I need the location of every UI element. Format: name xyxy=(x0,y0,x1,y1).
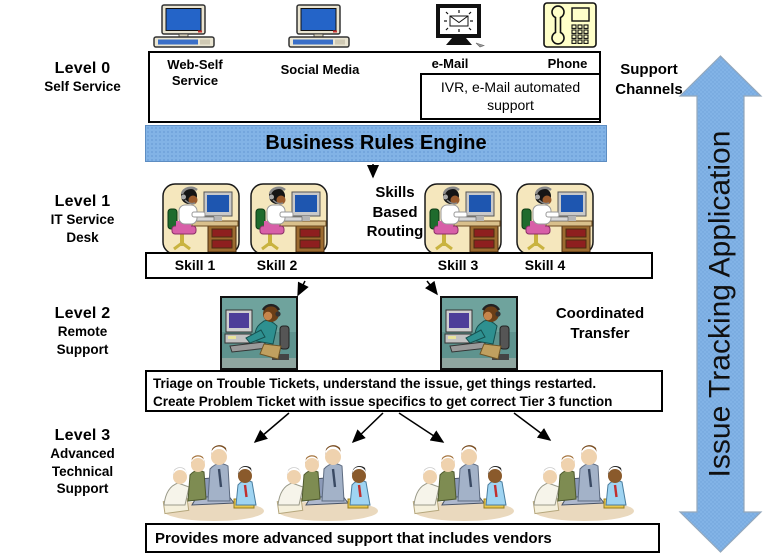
level-1-label: Level 1 IT Service Desk xyxy=(15,193,150,246)
channel-phone-label: Phone xyxy=(547,56,588,71)
coordinated-transfer-label: Coordinated Transfer xyxy=(555,305,645,342)
service-desk-agent-icon xyxy=(516,183,594,255)
level-2-title: Level 2 xyxy=(54,305,111,322)
remote-support-agent-icon xyxy=(440,296,518,370)
level-2-label: Level 2 Remote Support xyxy=(15,305,150,358)
skill-1-label: Skill 1 xyxy=(174,257,216,273)
channel-social-media-label: Social Media xyxy=(280,62,360,77)
level-1-subtitle: IT Service Desk xyxy=(50,212,115,245)
triage-note-box: Triage on Trouble Tickets, understand th… xyxy=(145,370,663,412)
issue-tracking-arrow xyxy=(678,55,763,553)
level-0-subtitle: Self Service xyxy=(44,79,121,94)
skill-2-label: Skill 2 xyxy=(256,257,298,273)
team-collaboration-icon xyxy=(272,443,384,523)
service-desk-agent-icon xyxy=(162,183,240,255)
team-collaboration-icon xyxy=(528,443,640,523)
level-3-label: Level 3 Advanced Technical Support xyxy=(15,427,150,498)
team-collaboration-icon xyxy=(158,443,270,523)
advanced-support-note-box: Provides more advanced support that incl… xyxy=(145,523,660,553)
level-3-title: Level 3 xyxy=(54,427,111,444)
level-0-label: Level 0 Self Service xyxy=(15,60,150,96)
skill-3-label: Skill 3 xyxy=(437,257,479,273)
skills-based-routing-label: Skills Based Routing xyxy=(366,184,424,240)
email-monitor-icon xyxy=(432,3,490,50)
channel-web-self-service-label: Web-Self Service xyxy=(167,57,223,89)
skill-4-label: Skill 4 xyxy=(524,257,566,273)
level-3-subtitle: Advanced Technical Support xyxy=(50,446,115,497)
channel-email-label: e-Mail xyxy=(431,56,469,71)
desktop-computer-icon xyxy=(153,4,215,48)
skills-box xyxy=(145,252,653,279)
telephone-icon xyxy=(543,2,597,48)
service-desk-agent-icon xyxy=(250,183,328,255)
support-channels-heading: Support Channels xyxy=(615,61,683,98)
desktop-computer-icon xyxy=(288,4,350,48)
level-1-title: Level 1 xyxy=(54,193,111,210)
remote-support-agent-icon xyxy=(220,296,298,370)
level-0-title: Level 0 xyxy=(54,60,111,77)
level-2-subtitle: Remote Support xyxy=(56,324,109,357)
team-collaboration-icon xyxy=(408,443,520,523)
ivr-automated-support-note: IVR, e-Mail automated support xyxy=(420,73,601,120)
business-rules-engine-bar: Business Rules Engine xyxy=(145,125,607,162)
